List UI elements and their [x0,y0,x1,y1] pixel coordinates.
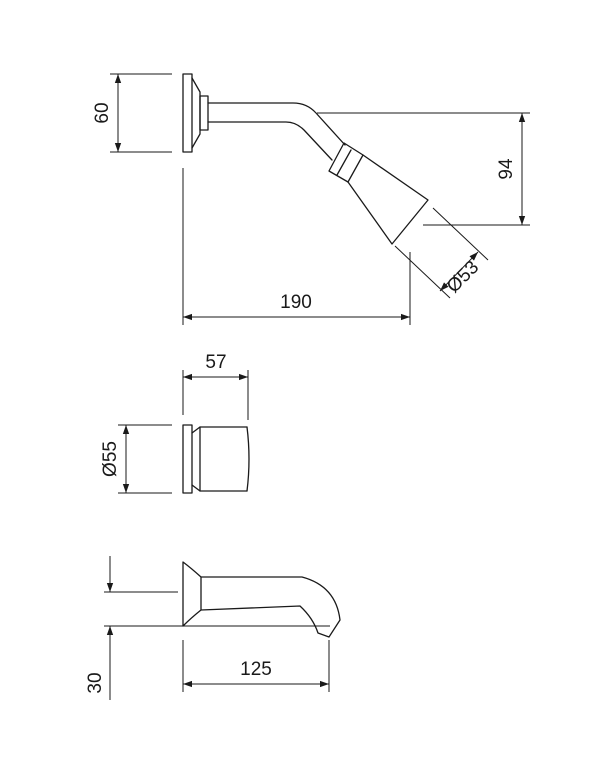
dimension-125: 125 [182,640,330,692]
dimension-125-label: 125 [240,659,272,680]
dimension-94-label: 94 [496,158,517,180]
dimension-57: 57 [182,352,249,420]
shower-arm [207,102,346,161]
dimension-60-label: 60 [92,102,113,123]
diverter-view: 57 Ø55 [100,352,250,494]
shower-head [328,142,429,245]
diverter-body [182,424,250,494]
dimension-190: 190 [182,168,411,325]
dimension-190-label: 190 [280,292,312,313]
dimension-diameter-55: Ø55 [100,424,172,494]
dimension-30-label: 30 [85,672,106,693]
dimension-30: 30 [85,556,330,700]
dimension-diameter-53-label: Ø53 [443,257,483,297]
dimension-60: 60 [92,73,172,153]
shower-arm-view: 60 94 Ø53 190 [92,73,530,325]
dimension-94: 94 [317,112,530,226]
dimension-diameter-53: Ø53 [394,207,489,299]
spout-view: 30 125 [85,556,341,700]
bath-spout [182,561,341,638]
dimension-57-label: 57 [205,352,226,373]
dimension-diameter-55-label: Ø55 [100,441,121,477]
shower-wall-flange [182,73,209,153]
